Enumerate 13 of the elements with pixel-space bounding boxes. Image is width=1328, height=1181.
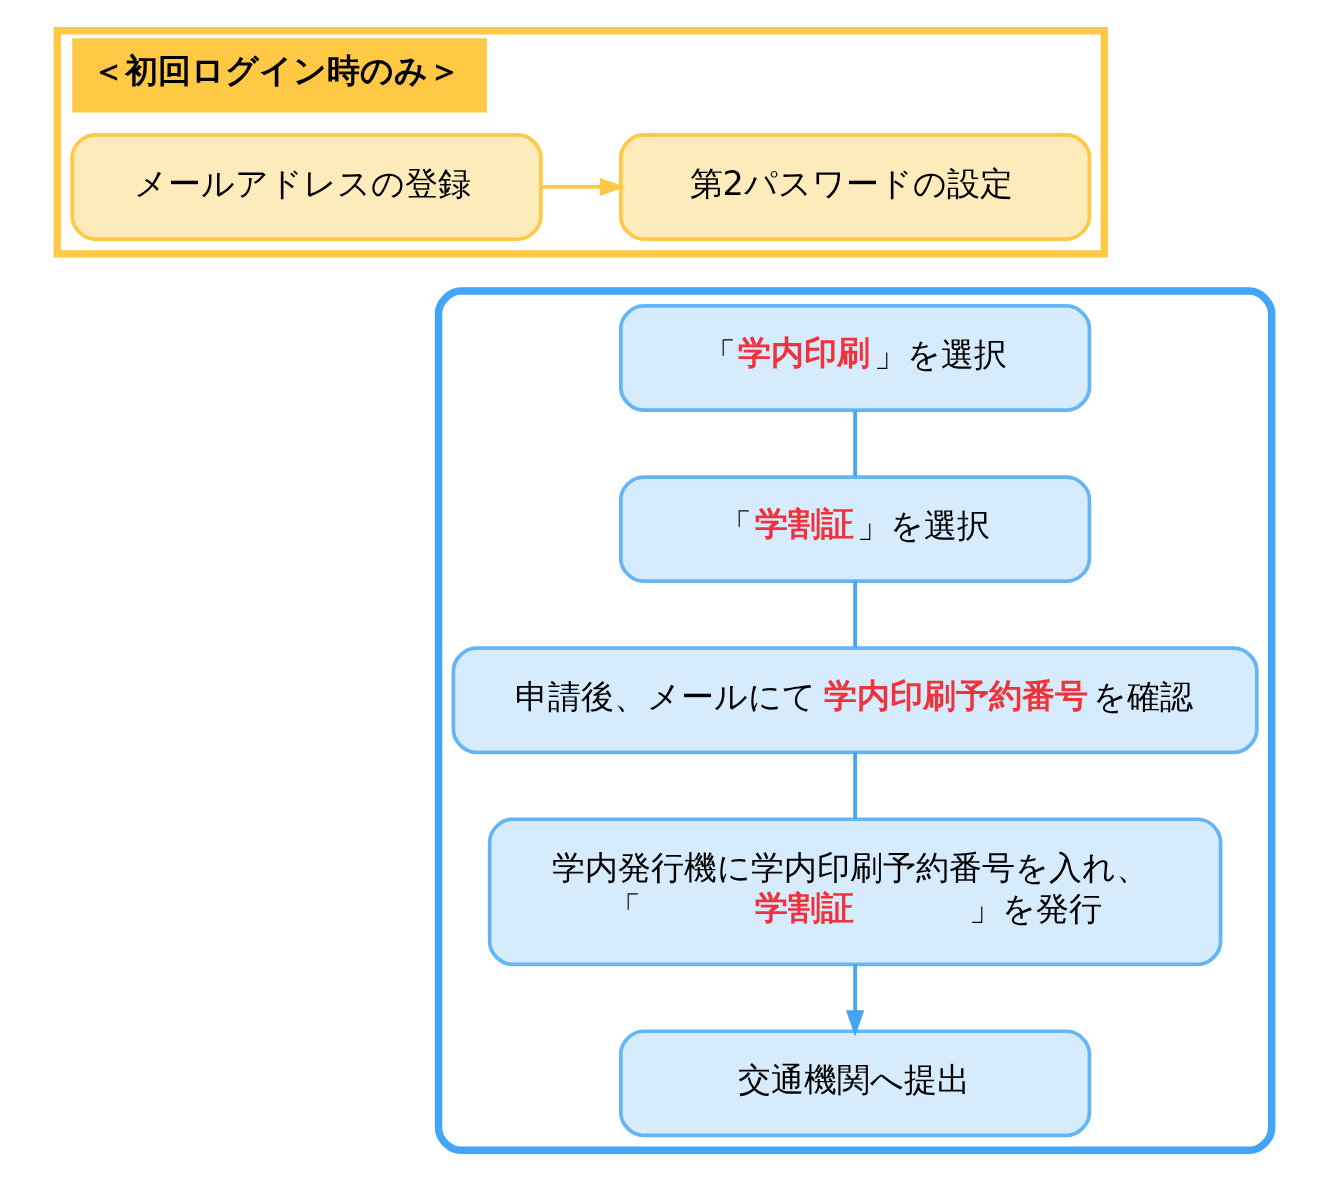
node-box: 「学内印刷」を選択 (618, 304, 1091, 412)
node-box: 第2パスワードの設定 (618, 133, 1091, 241)
cluster (434, 287, 1275, 1154)
node-box: メールアドレスの登録 (69, 133, 543, 241)
node-box: 学内発行機に学内印刷予約番号を入れ、「学割証」を発行 (487, 817, 1222, 967)
node-box: 交通機関へ提出 (618, 1029, 1091, 1138)
arrow (845, 964, 864, 1037)
connector (852, 581, 857, 648)
node-box: 「学割証」を選択 (618, 475, 1091, 584)
arrow (540, 177, 626, 197)
node-box: 申請後、メールにて学内印刷予約番号を確認 (451, 646, 1259, 755)
connector (852, 410, 857, 477)
connector (852, 752, 857, 819)
